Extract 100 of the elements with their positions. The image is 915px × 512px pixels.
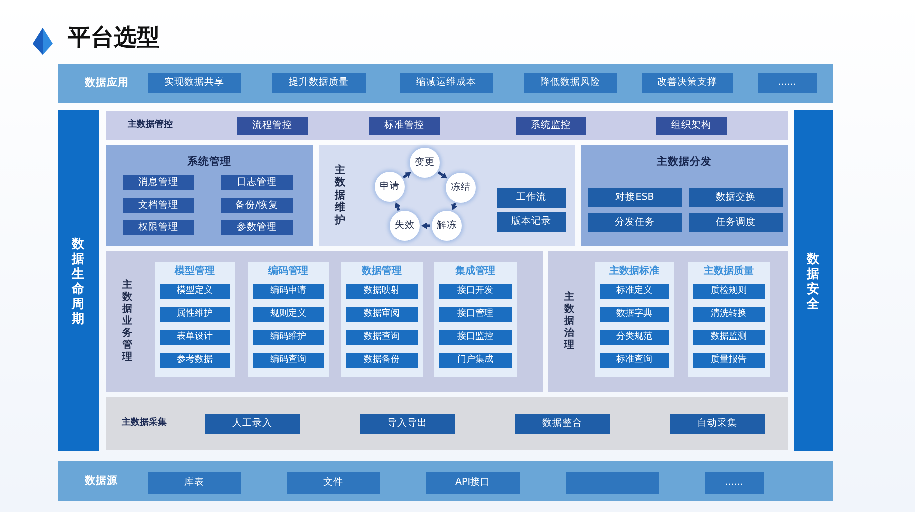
item-box: 文件 <box>287 472 380 494</box>
module-panel <box>106 145 313 246</box>
band-label: 数据应用 <box>85 77 129 90</box>
stage-circle: 变更 <box>410 148 440 178</box>
item-box: 参数管理 <box>221 220 293 235</box>
item-box: 模型定义 <box>160 284 230 299</box>
item-box: 清洗转换 <box>693 307 765 322</box>
vertical-label: 主数据维护 <box>335 164 346 227</box>
arrow <box>438 171 448 179</box>
stage-circle: 申请 <box>375 172 405 202</box>
item-box: 分发任务 <box>588 213 682 232</box>
item-box: 版本记录 <box>497 212 566 232</box>
module-panel <box>548 251 788 392</box>
stage-circle: 失效 <box>390 211 420 241</box>
column-title: 主数据质量 <box>704 266 754 278</box>
column-title: 编码管理 <box>268 266 308 278</box>
side-label: 数据生命周期 <box>70 236 86 326</box>
item-box: 数据交换 <box>689 188 783 207</box>
arrow <box>395 202 400 212</box>
item-box: 组织架构 <box>656 117 727 135</box>
side-label: 数据安全 <box>806 250 821 310</box>
item-box: 对接ESB <box>588 188 682 207</box>
band-label: 数据源 <box>85 474 118 488</box>
module-panel <box>106 251 543 392</box>
item-box: 参考数据 <box>160 353 230 368</box>
stage-circle: 解冻 <box>432 211 462 241</box>
column-title: 集成管理 <box>456 266 496 278</box>
item-box: 库表 <box>148 472 241 494</box>
item-box: 数据映射 <box>346 284 418 299</box>
arrow <box>422 223 430 229</box>
item-box: 编码查询 <box>253 353 324 368</box>
band-label: 主数据管控 <box>128 120 173 131</box>
item-box: 文档管理 <box>123 198 194 213</box>
item-box: 编码申请 <box>253 284 324 299</box>
item-box: 实现数据共享 <box>148 73 241 93</box>
stage-circle: 冻结 <box>446 173 476 203</box>
item-box: 数据整合 <box>515 414 610 434</box>
item-box: 接口管理 <box>439 307 512 322</box>
item-box: 数据监测 <box>693 330 765 345</box>
item-box: 自动采集 <box>670 414 765 434</box>
module-column <box>688 262 770 377</box>
item-box: 备份/恢复 <box>221 198 293 213</box>
item-box: 接口开发 <box>439 284 512 299</box>
panel-title: 主数据分发 <box>657 156 712 168</box>
vertical-label: 主数据治理 <box>564 292 574 352</box>
item-box: 分类规范 <box>600 330 669 345</box>
item-box: 权限管理 <box>123 220 194 235</box>
module-column <box>434 262 517 377</box>
item-box: 日志管理 <box>221 175 293 190</box>
item-box: 人工录入 <box>205 414 300 434</box>
column-title: 模型管理 <box>175 266 215 278</box>
item-box: 工作流 <box>497 188 566 208</box>
item-box: 属性维护 <box>160 307 230 322</box>
layer-band <box>106 397 788 450</box>
item-box: 表单设计 <box>160 330 230 345</box>
page-title: 平台选型 <box>68 25 160 53</box>
layer-band <box>58 461 833 501</box>
item-box: 规则定义 <box>253 307 324 322</box>
item-box: API接口 <box>426 472 520 494</box>
panel-title: 系统管理 <box>188 156 232 168</box>
item-box: ...... <box>758 73 817 93</box>
module-column <box>248 262 329 377</box>
item-box: 接口监控 <box>439 330 512 345</box>
item-box: 编码维护 <box>253 330 324 345</box>
arrow <box>452 203 458 211</box>
side-band <box>58 110 99 451</box>
item-box: 标准查询 <box>600 353 669 368</box>
arrow <box>402 172 412 179</box>
item-box: 消息管理 <box>123 175 194 190</box>
item-box: 改善决策支撑 <box>642 73 733 93</box>
layer-band <box>58 64 833 103</box>
module-column <box>595 262 674 377</box>
item-box: 任务调度 <box>689 213 783 232</box>
module-column <box>155 262 235 377</box>
layer-band <box>106 111 788 140</box>
item-box: ...... <box>705 472 764 494</box>
item-box: 标准定义 <box>600 284 669 299</box>
blank-box <box>566 472 659 494</box>
column-title: 数据管理 <box>362 266 402 278</box>
item-box: 降低数据风险 <box>524 73 617 93</box>
item-box: 数据字典 <box>600 307 669 322</box>
side-band <box>794 110 833 451</box>
item-box: 质检规则 <box>693 284 765 299</box>
module-column <box>341 262 423 377</box>
item-box: 流程管控 <box>237 117 308 135</box>
item-box: 导入导出 <box>360 414 455 434</box>
vertical-label: 主数据业务管理 <box>122 280 132 364</box>
band-label: 主数据采集 <box>122 418 167 429</box>
item-box: 门户集成 <box>439 353 512 368</box>
module-panel <box>319 145 575 246</box>
item-box: 质量报告 <box>693 353 765 368</box>
item-box: 提升数据质量 <box>272 73 366 93</box>
item-box: 标准管控 <box>369 117 440 135</box>
item-box: 系统监控 <box>516 117 586 135</box>
column-title: 主数据标准 <box>610 266 660 278</box>
item-box: 数据备份 <box>346 353 418 368</box>
item-box: 数据审阅 <box>346 307 418 322</box>
item-box: 缩减运维成本 <box>400 73 493 93</box>
item-box: 数据查询 <box>346 330 418 345</box>
module-panel <box>581 145 788 246</box>
